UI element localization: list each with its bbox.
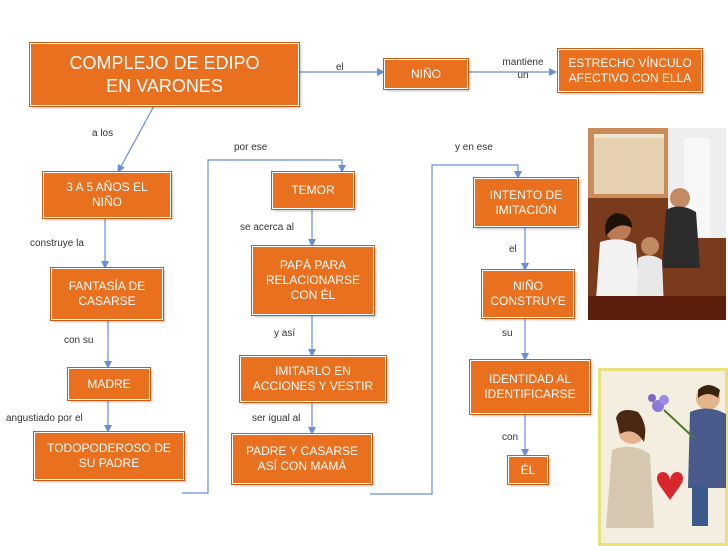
label-a-los: a los xyxy=(92,128,114,139)
node-nino-construye: NIÑO CONSTRUYE xyxy=(482,270,574,318)
label-el: el xyxy=(509,244,517,255)
label-con-su: con su xyxy=(64,335,94,346)
label-con: con xyxy=(502,432,519,443)
node-papa: PAPÁ PARA RELACIONARSE CON ÉL xyxy=(252,246,374,315)
label-mantiene-un: mantiene un xyxy=(502,57,544,81)
node-fantasia: FANTASÍA DE CASARSE xyxy=(51,268,163,320)
node-identidad: IDENTIDAD AL IDENTIFICARSE xyxy=(470,360,590,414)
connector-padre-intento xyxy=(370,164,522,495)
title-box: COMPLEJO DE EDIPO EN VARONES xyxy=(30,43,299,106)
node-el: ÉL xyxy=(508,456,548,484)
node-vinculo: ESTRECHO VÍNCULO AFECTIVO CON ELLA xyxy=(558,49,702,92)
node-intento: INTENTO DE IMITACIÓN xyxy=(474,178,578,227)
connector-todopoderoso-temor xyxy=(182,159,346,494)
node-nino-top: NIÑO xyxy=(384,59,468,89)
label-y-asi: y así xyxy=(274,328,296,339)
label-ser-igual: ser igual al xyxy=(252,413,301,424)
label-construye-la: construye la xyxy=(30,238,84,249)
label-por-ese: por ese xyxy=(234,142,268,153)
photo-father-children xyxy=(588,128,726,320)
label-el-link: el xyxy=(336,62,344,73)
photo-mother-child-flowers xyxy=(598,368,728,546)
node-todopoderoso: TODOPODEROSO DE SU PADRE xyxy=(34,432,184,480)
node-imitarlo: IMITARLO EN ACCIONES Y VESTIR xyxy=(240,356,386,402)
label-angustiado: angustiado por el xyxy=(6,413,83,424)
connector-title-edad xyxy=(117,103,156,173)
node-madre: MADRE xyxy=(68,368,150,400)
label-se-acerca: se acerca al xyxy=(240,222,294,233)
node-edad: 3 A 5 AÑOS EL NIÑO xyxy=(43,172,171,218)
label-y-en-ese: y en ese xyxy=(455,142,493,153)
node-temor: TEMOR xyxy=(272,172,354,209)
title-text: COMPLEJO DE EDIPO EN VARONES xyxy=(69,53,260,96)
node-padre-casarse: PADRE Y CASARSE ASÍ CON MAMÁ xyxy=(232,434,372,484)
label-su: su xyxy=(502,328,513,339)
